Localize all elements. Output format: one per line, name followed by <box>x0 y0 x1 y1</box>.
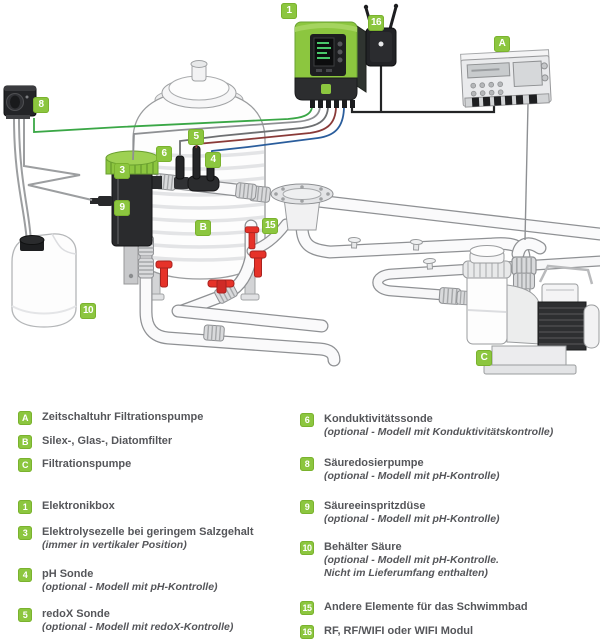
legend-note: (optional - Modell mit pH-Kontrolle) <box>324 470 500 482</box>
legend-title: Elektronikbox <box>42 500 115 512</box>
legend-note: (optional - Modell mit Konduktivitätskon… <box>324 426 554 438</box>
legend-badge-5: 5 <box>18 608 32 622</box>
legend-title: Konduktivitätssonde <box>324 413 433 425</box>
legend-badge-3: 3 <box>18 526 32 540</box>
legend-note: (optional - Modell mit pH-Kontrolle. <box>324 554 499 566</box>
legend-title: redoX Sonde <box>42 608 110 620</box>
legend-title: pH Sonde <box>42 568 94 580</box>
legend-item-8: 8 Säuredosierpumpe (optional - Modell mi… <box>300 457 500 483</box>
legend-note: (optional - Modell mit redoX-Kontrolle) <box>42 621 234 633</box>
legend-title: Säureeinspritzdüse <box>324 500 426 512</box>
badge-b-filter: B <box>195 220 211 236</box>
badge-9-einspritzduese: 9 <box>114 200 130 216</box>
acid-tubes <box>13 117 93 244</box>
legend-title: Elektrolysezelle bei geringem Salzgehalt <box>42 526 254 538</box>
legend-item-6: 6 Konduktivitätssonde (optional - Modell… <box>300 413 553 439</box>
legend-item-15: 15 Andere Elemente für das Schwimmbad <box>300 601 528 615</box>
legend-note: (optional - Modell mit pH-Kontrolle) <box>42 581 218 593</box>
legend-item-16: 16 RF, RF/WIFI oder WIFI Modul <box>300 625 473 639</box>
legend-title: Behälter Säure <box>324 541 402 553</box>
legend-title: RF, RF/WIFI oder WIFI Modul <box>324 625 474 637</box>
legend-title: Andere Elemente für das Schwimmbad <box>324 601 528 613</box>
legend-badge-a: A <box>18 411 32 425</box>
legend-badge-c: C <box>18 458 32 472</box>
legend-badge-6: 6 <box>300 413 314 427</box>
badge-1-elektronikbox: 1 <box>281 3 297 19</box>
legend-badge-10: 10 <box>300 541 314 555</box>
legend-item-9: 9 Säureeinspritzdüse (optional - Modell … <box>300 500 500 526</box>
probes <box>174 145 220 192</box>
legend-note: (immer in vertikaler Position) <box>42 539 187 551</box>
acid-dosing-pump <box>3 85 37 119</box>
legend-badge-15: 15 <box>300 601 314 615</box>
legend-badge-16: 16 <box>300 625 314 639</box>
legend-badge-1: 1 <box>18 500 32 514</box>
rf-wifi-module <box>363 3 399 67</box>
legend-item-4: 4 pH Sonde (optional - Modell mit pH-Kon… <box>18 568 218 594</box>
badge-5-redox-sonde: 5 <box>188 129 204 145</box>
legend-title: Filtrationspumpe <box>42 458 132 470</box>
valves <box>155 226 267 294</box>
badge-8-saeuredosierpumpe: 8 <box>33 97 49 113</box>
legend-badge-4: 4 <box>18 568 32 582</box>
legend-note: (optional - Modell mit pH-Kontrolle) <box>324 513 500 525</box>
legend-item-b: B Silex-, Glas-, Diatomfilter <box>18 435 172 449</box>
legend-title: Silex-, Glas-, Diatomfilter <box>42 435 173 447</box>
timer-box <box>460 49 552 108</box>
badge-10-behaelter: 10 <box>80 303 96 319</box>
acid-container <box>11 233 77 328</box>
legend-item-3: 3 Elektrolysezelle bei geringem Salzgeha… <box>18 526 254 552</box>
legend-note: Nicht im Lieferumfang enthalten) <box>324 567 488 579</box>
bottom-pipes <box>137 219 341 367</box>
legend-badge-8: 8 <box>300 457 314 471</box>
electronics-box <box>294 21 367 108</box>
legend-title: Zeitschaltuhr Filtrationspumpe <box>42 411 204 423</box>
wires <box>33 66 529 241</box>
legend-item-10: 10 Behälter Säure (optional - Modell mit… <box>300 541 499 580</box>
legend-item-5: 5 redoX Sonde (optional - Modell mit red… <box>18 608 233 634</box>
badge-c-filtrationspumpe: C <box>476 350 492 366</box>
badge-3-elektrolysezelle: 3 <box>114 163 130 179</box>
badge-15-andere-elemente: 15 <box>262 218 278 234</box>
legend-item-1: 1 Elektronikbox <box>18 500 115 514</box>
legend-title: Säuredosierpumpe <box>324 457 424 469</box>
badge-4-ph-sonde: 4 <box>205 152 221 168</box>
legend-item-c: C Filtrationspumpe <box>18 458 131 472</box>
legend-badge-b: B <box>18 435 32 449</box>
legend-item-a: A Zeitschaltuhr Filtrationspumpe <box>18 411 203 425</box>
filtration-pump <box>462 237 600 375</box>
badge-a-zeitschaltuhr: A <box>494 36 510 52</box>
badge-16-rf-modul: 16 <box>368 15 384 31</box>
legend-badge-9: 9 <box>300 500 314 514</box>
diagram-illustration <box>3 3 600 375</box>
badge-6-konduktivitaetssonde: 6 <box>156 146 172 162</box>
